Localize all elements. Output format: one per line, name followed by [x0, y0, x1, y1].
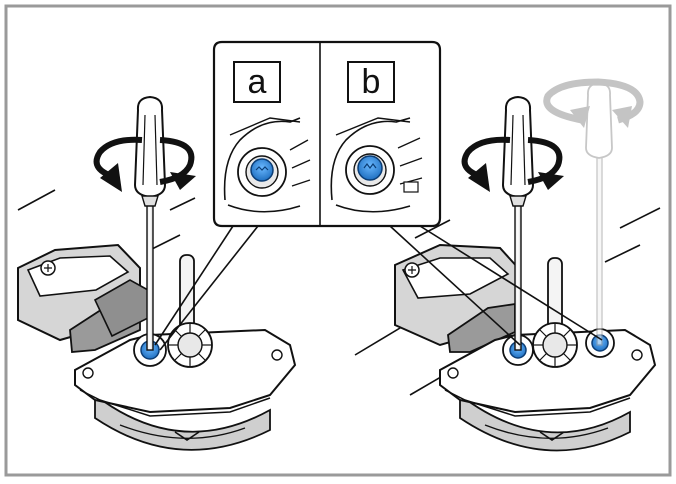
right-screwdriver — [501, 95, 535, 351]
label-b: b — [362, 63, 381, 101]
right-assembly — [354, 78, 661, 452]
callout-panel-b: b — [330, 61, 423, 213]
label-b-box — [347, 61, 395, 103]
left-mounting-strap — [17, 243, 149, 353]
right-housing — [439, 322, 657, 452]
callout-panel-a: a — [223, 61, 311, 213]
zoom-callout: a b — [154, 40, 603, 351]
left-housing — [74, 322, 297, 451]
left-screwdriver — [133, 95, 167, 351]
left-rotation-arrow-icon — [93, 136, 195, 185]
callout-pointer-lines — [154, 225, 603, 351]
label-a: a — [248, 63, 267, 101]
right-ghost-rotation-arrow-icon — [543, 78, 644, 124]
left-assembly — [17, 95, 297, 451]
label-a-box — [233, 61, 281, 103]
right-rotation-arrow-icon — [461, 136, 563, 185]
